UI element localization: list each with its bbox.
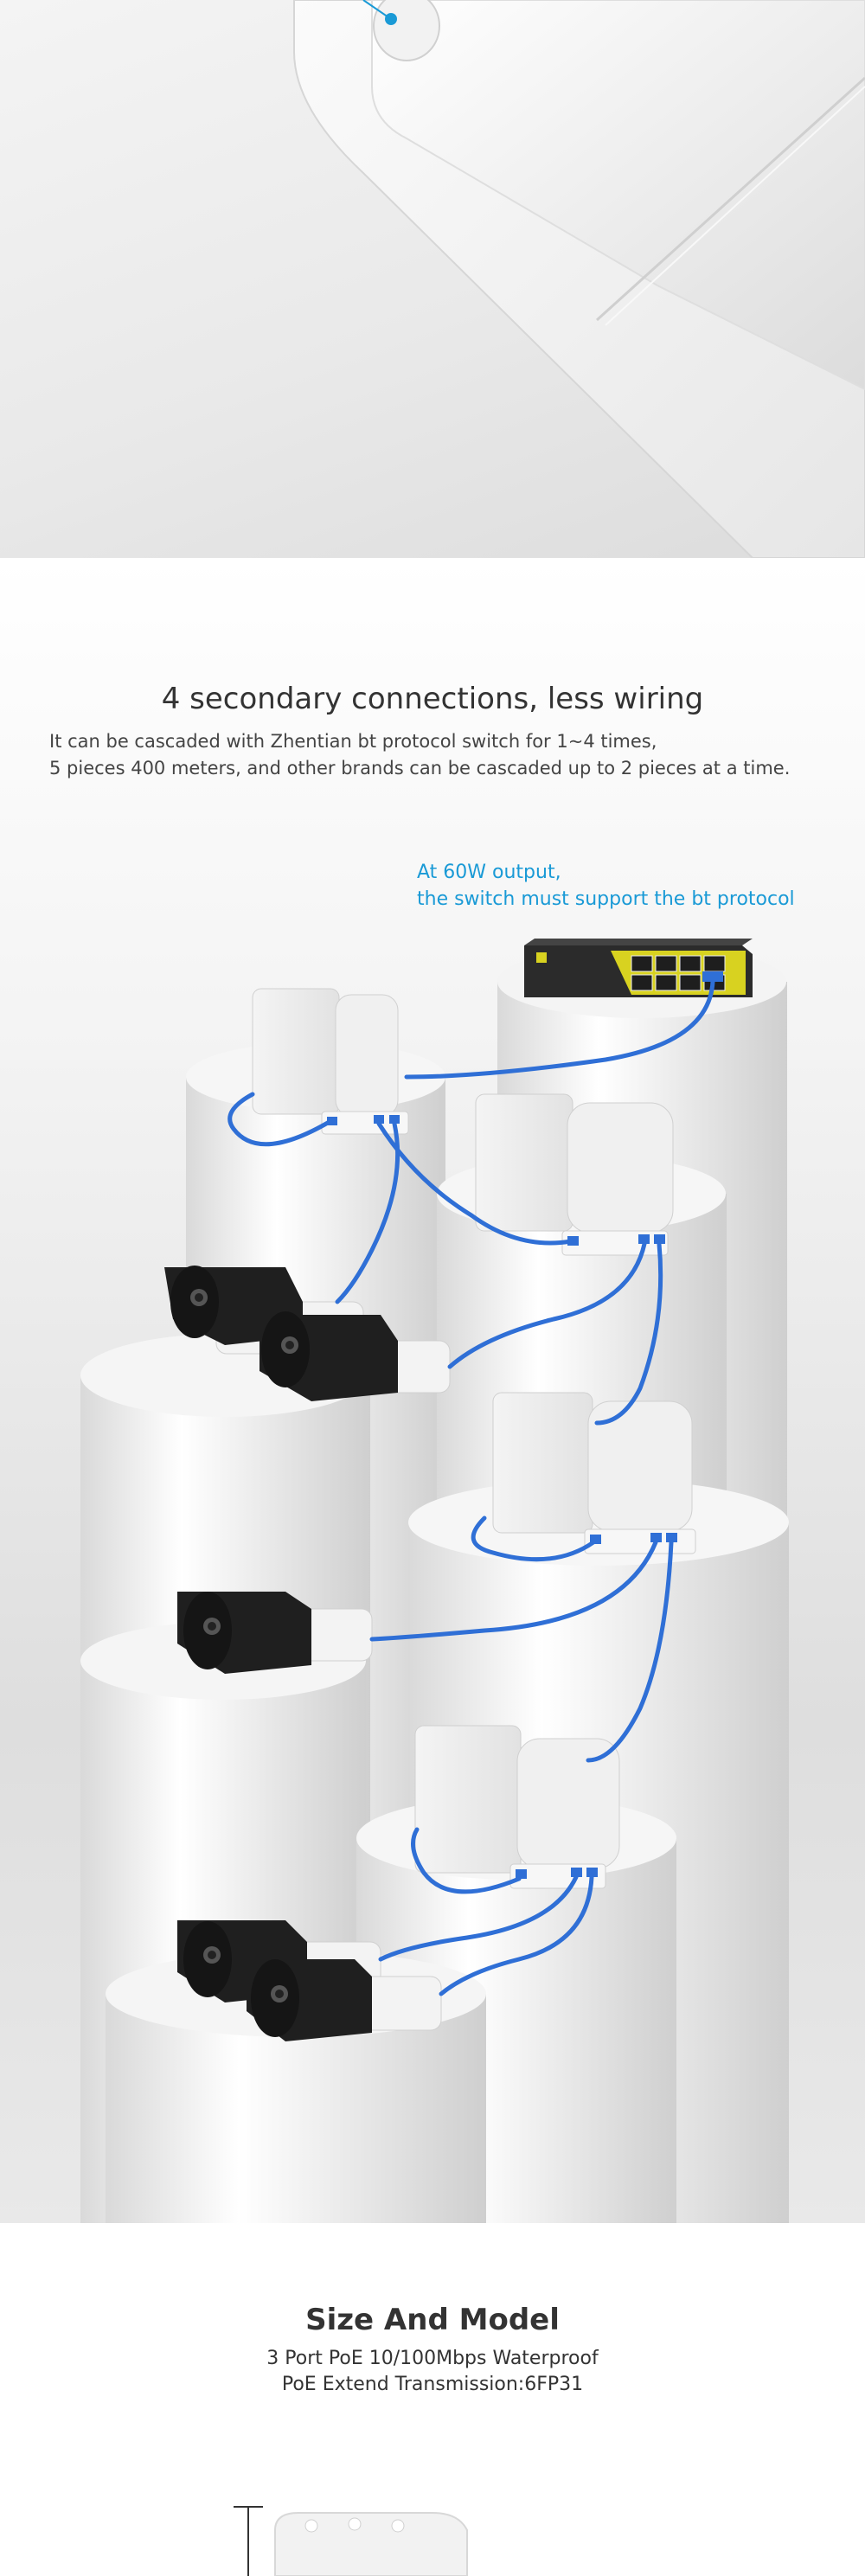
panel-seam	[595, 76, 865, 322]
cable-ext2-to-ext3	[594, 1241, 663, 1426]
size-and-model-section: Size And Model 3 Port PoE 10/100Mbps Wat…	[0, 2223, 865, 2576]
cable-switch-to-ext1	[404, 979, 715, 1080]
device-outline	[274, 2512, 468, 2576]
size-subtitle: 3 Port PoE 10/100Mbps Waterproof PoE Ext…	[0, 2346, 865, 2398]
cable-ext3-loop	[471, 1515, 596, 1562]
connections-description-line: It can be cascaded with Zhentian bt prot…	[49, 731, 657, 752]
device-knob	[373, 0, 440, 61]
size-subtitle-line: 3 Port PoE 10/100Mbps Waterproof	[266, 2348, 599, 2369]
hero-device-illustration	[293, 0, 865, 558]
cascade-connections-section: 4 secondary connections, less wiring It …	[0, 558, 865, 2223]
cable-ext1-to-cam1a	[335, 1121, 400, 1304]
bt-protocol-note-line: At 60W output,	[417, 862, 561, 883]
cable-ext1-loop	[227, 1092, 335, 1147]
size-title: Size And Model	[305, 2303, 560, 2338]
cascade-scene-illustration	[80, 939, 789, 2223]
connections-description: It can be cascaded with Zhentian bt prot…	[49, 728, 828, 782]
device-indicator-line	[362, 0, 392, 20]
cable-ext4-to-cam3b	[439, 1874, 594, 1996]
bullet-camera-1b	[260, 1311, 451, 1401]
cable-ext3-to-ext4	[586, 1540, 674, 1763]
cable-ext3-to-cam2	[369, 1540, 658, 1642]
bullet-camera-2	[177, 1592, 373, 1674]
hero-product-closeup	[0, 0, 865, 558]
connections-title: 4 secondary connections, less wiring	[161, 682, 704, 717]
mount-hole-icon	[348, 2517, 362, 2531]
poe-extender-4	[414, 1725, 620, 1889]
switch-logo-icon	[536, 952, 547, 963]
cable-ext4-to-cam3a	[378, 1874, 579, 1962]
cable-ext1-to-ext2	[376, 1121, 573, 1246]
network-cables	[227, 979, 715, 1996]
bt-protocol-note-line: the switch must support the bt protocol	[417, 888, 795, 910]
bt-protocol-note: At 60W output, the switch must support t…	[417, 859, 832, 913]
cable-ext2-to-cam1b	[447, 1241, 647, 1369]
poe-extender-1	[252, 988, 409, 1135]
size-subtitle-line: PoE Extend Transmission:6FP31	[281, 2374, 584, 2395]
mount-hole-icon	[391, 2519, 405, 2533]
dimension-drawing	[234, 2506, 468, 2576]
poe-extender-3	[492, 1392, 696, 1554]
switch-uplink-plug	[702, 971, 723, 982]
cable-ext4-loop	[411, 1827, 522, 1894]
connections-description-line: 5 pieces 400 meters, and other brands ca…	[49, 758, 791, 779]
bullet-camera-3b	[247, 1959, 442, 2041]
mount-hole-icon	[304, 2519, 318, 2533]
poe-extender-2	[475, 1093, 674, 1256]
device-front-panel	[371, 0, 865, 391]
panel-seam-highlight	[605, 86, 865, 326]
poe-switch	[524, 939, 753, 997]
